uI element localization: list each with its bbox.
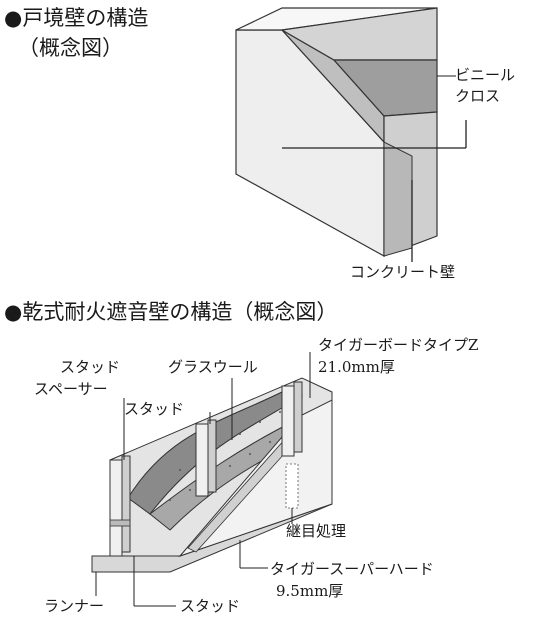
stud-mid <box>195 423 209 497</box>
concrete-wall-diagram <box>235 7 467 262</box>
label-stud-upper: スタッド <box>124 400 185 418</box>
label-stud-lower: スタッド <box>180 597 241 615</box>
stud-spacer <box>109 519 131 527</box>
label-glasswool: グラスウール <box>168 358 258 376</box>
label-super-hard: タイガースーパーハード <box>270 560 434 578</box>
label-joint-treatment: 継目処理 <box>286 522 347 540</box>
stud-mid-back <box>207 419 217 493</box>
stud-right-back <box>293 381 303 453</box>
joint-treatment <box>285 463 299 509</box>
stud-left <box>109 459 123 557</box>
stud-right <box>281 385 295 457</box>
label-super-hard-thickness: 9.5mm厚 <box>276 582 344 600</box>
label-stud-top: スタッド <box>60 358 121 376</box>
label-vinyl-cloth-line2: クロス <box>455 87 501 105</box>
section1-subheading: （概念図） <box>18 36 123 60</box>
section2-heading: ●乾式耐火遮音壁の構造（概念図） <box>4 300 338 324</box>
label-vinyl-cloth-line1: ビニール <box>455 66 516 84</box>
label-board-type-z-thickness: 21.0mm厚 <box>318 358 395 376</box>
label-concrete-wall: コンクリート壁 <box>350 263 456 281</box>
label-board-type-z: タイガーボードタイプZ <box>318 336 479 354</box>
label-stud-spacer: スペーサー <box>34 380 108 398</box>
stud-left-back <box>121 455 131 553</box>
label-runner: ランナー <box>44 597 105 615</box>
section1-heading: ●戸境壁の構造 <box>4 6 149 30</box>
